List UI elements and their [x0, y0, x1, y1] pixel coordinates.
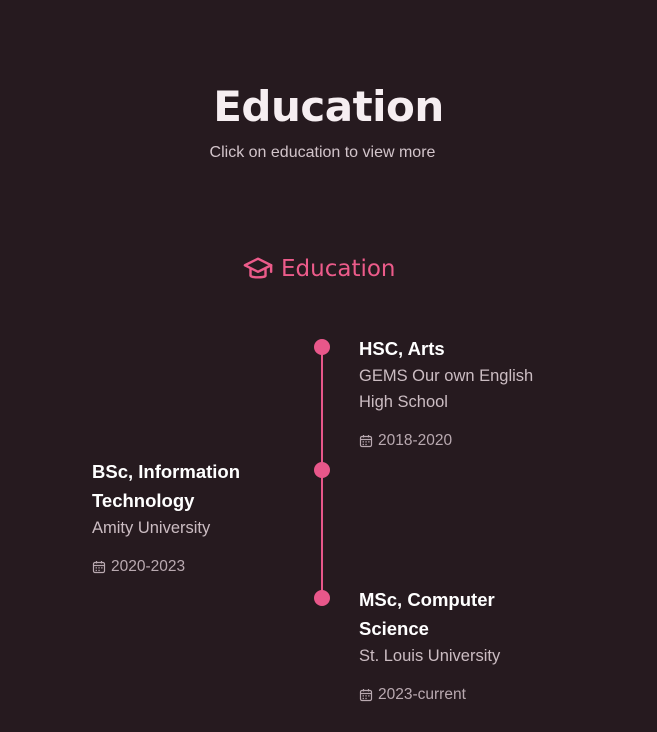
education-card-msc[interactable]: MSc, Computer Science St. Louis Universi… [359, 585, 589, 704]
education-card-hsc[interactable]: HSC, Arts GEMS Our own English High Scho… [359, 334, 589, 450]
date-range: 2023-current [359, 686, 589, 704]
education-tab[interactable]: Education [243, 254, 396, 284]
degree-title: Technology [92, 490, 195, 511]
timeline-dot [314, 590, 330, 606]
school-name: High School [359, 393, 448, 411]
graduation-cap-icon [243, 254, 273, 284]
school-name: GEMS Our own English [359, 367, 534, 385]
education-tab-label: Education [281, 256, 396, 282]
date-text: 2023-current [378, 686, 466, 703]
degree-title: BSc, Information [92, 461, 241, 482]
date-range: 2020-2023 [92, 558, 292, 576]
timeline-dot [314, 339, 330, 355]
date-text: 2018-2020 [378, 432, 453, 449]
degree-title: Science [359, 618, 429, 639]
degree-title: MSc, Computer [359, 589, 495, 610]
school-name: Amity University [92, 519, 211, 537]
calendar-icon [92, 560, 106, 574]
date-range: 2018-2020 [359, 432, 589, 450]
degree-title: HSC, Arts [359, 338, 445, 359]
timeline-dot [314, 462, 330, 478]
section-subtitle: Click on education to view more [209, 144, 436, 161]
education-card-bsc[interactable]: BSc, Information Technology Amity Univer… [92, 457, 292, 576]
calendar-icon [359, 434, 373, 448]
section-title: Education [213, 82, 444, 131]
school-name: St. Louis University [359, 647, 501, 665]
date-text: 2020-2023 [111, 558, 186, 575]
calendar-icon [359, 688, 373, 702]
